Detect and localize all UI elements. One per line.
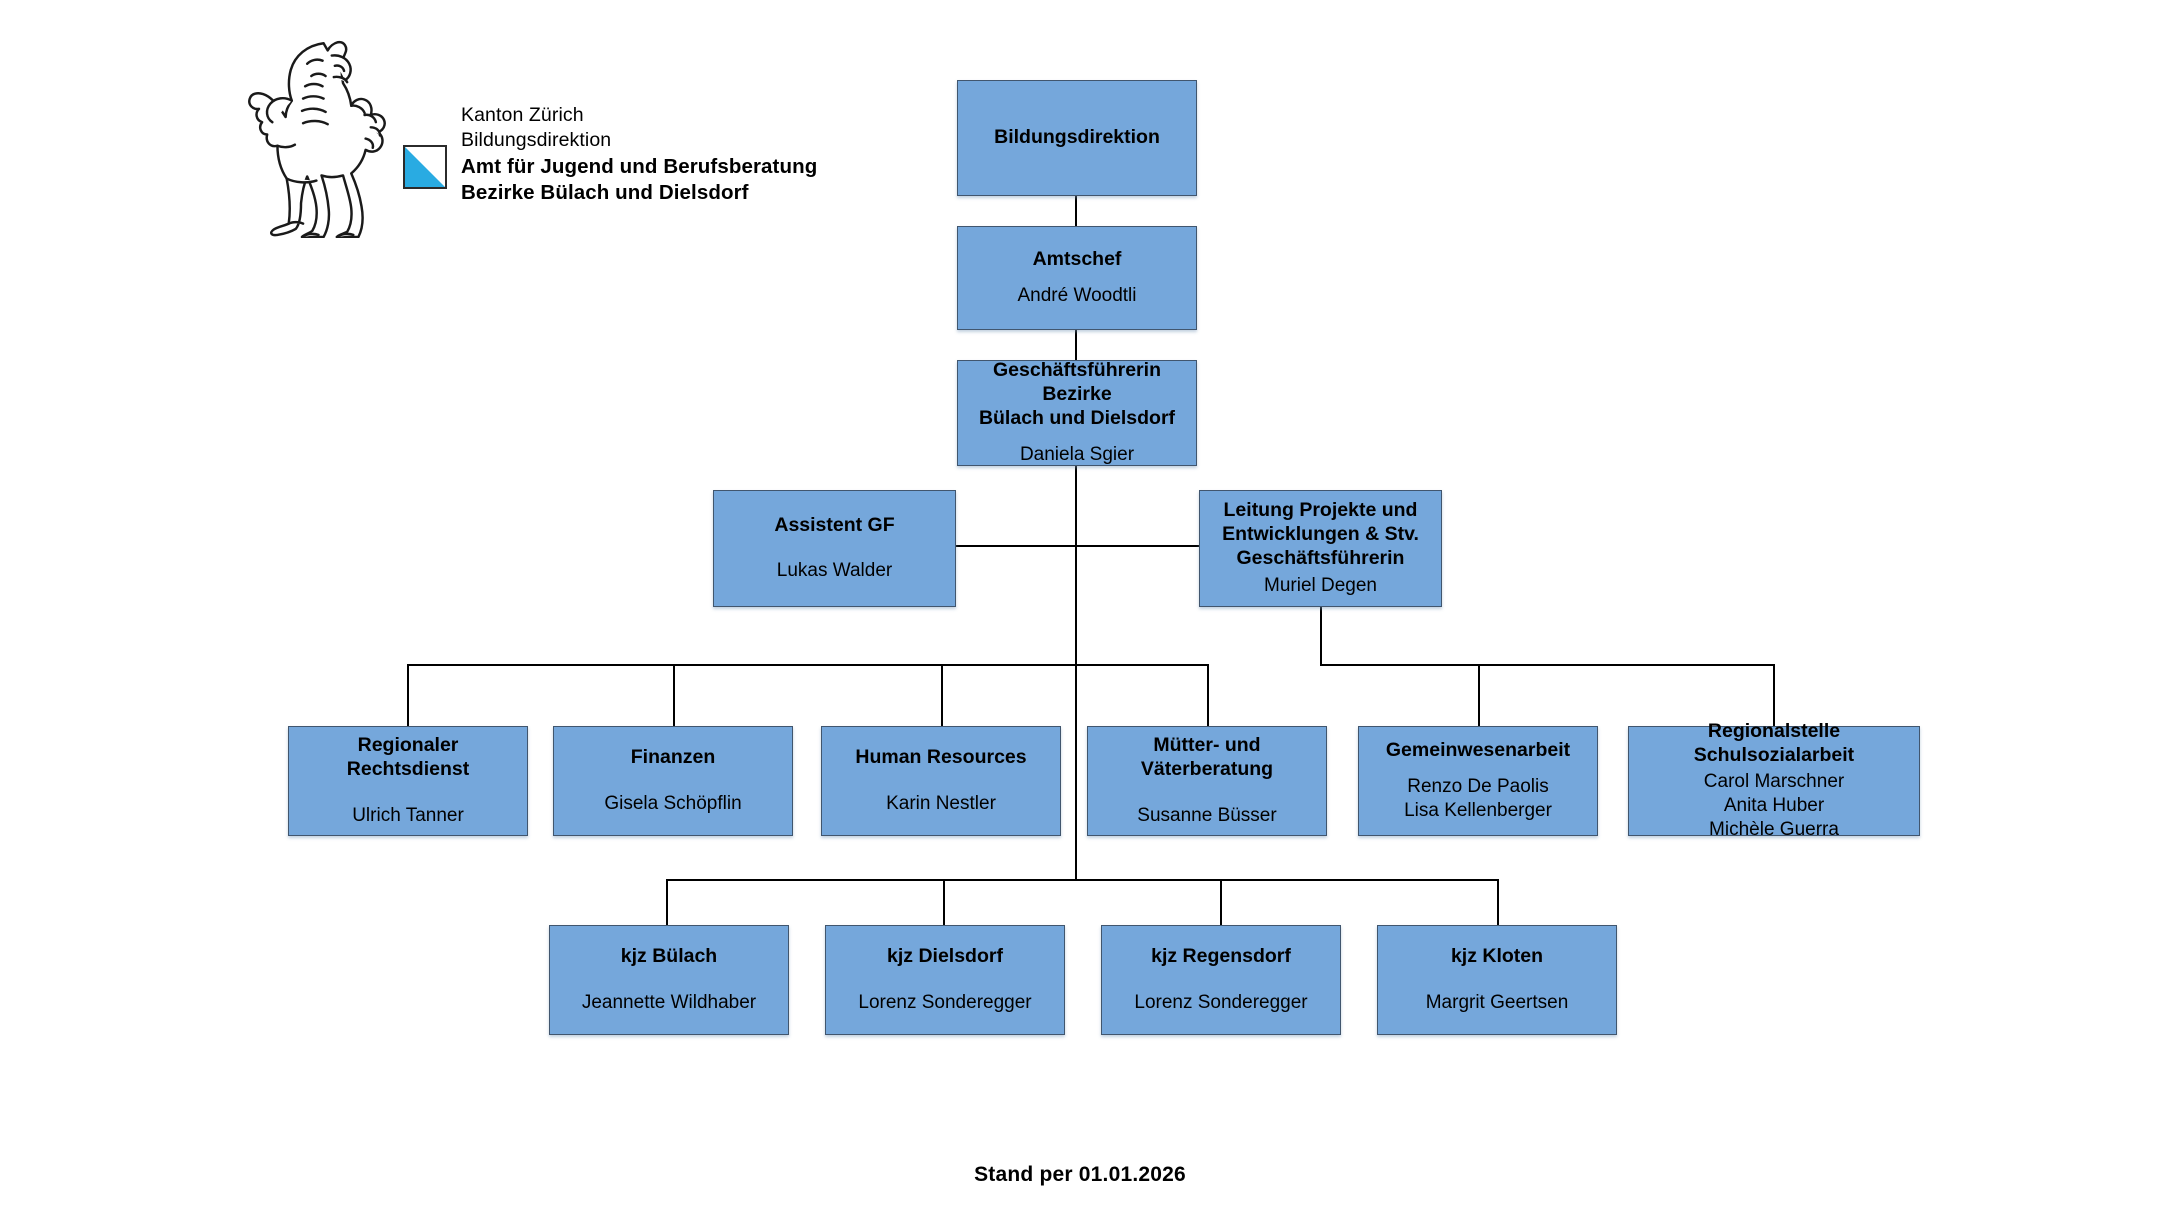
- node-kjz-dielsdorf[interactable]: kjz Dielsdorf Lorenz Sonderegger: [825, 925, 1065, 1035]
- node-gemeinwesenarbeit[interactable]: Gemeinwesenarbeit Renzo De Paolis Lisa K…: [1358, 726, 1598, 836]
- node-title: Finanzen: [630, 746, 716, 769]
- brand-wordmark: Kanton Zürich Bildungsdirektion Amt für …: [461, 103, 817, 207]
- node-title: Bildungsdirektion: [994, 126, 1160, 149]
- node-title: Amtschef: [1032, 248, 1122, 271]
- node-title: Leitung Projekte und Entwicklungen & Stv…: [1222, 499, 1419, 569]
- edge-bildungsdirektion-amtschef: [1075, 196, 1077, 226]
- edge-amtschef-gf: [1075, 330, 1077, 360]
- node-title: Human Resources: [855, 746, 1027, 769]
- node-person: Lorenz Sonderegger: [858, 991, 1032, 1013]
- brand-logo-block: Kanton Zürich Bildungsdirektion Amt für …: [243, 33, 843, 238]
- node-amtschef[interactable]: Amtschef André Woodtli: [957, 226, 1197, 330]
- node-title: Assistent GF: [774, 513, 895, 536]
- drop-kjz-buelach: [666, 879, 668, 925]
- zurich-coat-of-arms-icon: [403, 145, 447, 189]
- node-title: Regionaler Rechtsdienst: [346, 734, 470, 781]
- node-title: Gemeinwesenarbeit: [1385, 739, 1571, 762]
- node-title: Regionalstelle Schulsozialarbeit: [1693, 719, 1855, 766]
- node-person: Lorenz Sonderegger: [1134, 991, 1308, 1013]
- bus-level4-left-ext: [1075, 664, 1209, 666]
- bus-level4-right: [1320, 664, 1775, 666]
- node-title: kjz Dielsdorf: [887, 945, 1003, 968]
- node-finanzen[interactable]: Finanzen Gisela Schöpflin: [553, 726, 793, 836]
- node-assistent-gf[interactable]: Assistent GF Lukas Walder: [713, 490, 956, 607]
- node-kjz-regensdorf[interactable]: kjz Regensdorf Lorenz Sonderegger: [1101, 925, 1341, 1035]
- drop-kjz-kloten: [1497, 879, 1499, 925]
- drop-finanzen: [673, 664, 675, 726]
- edge-gf-assistent-leitung: [955, 545, 1200, 547]
- bus-kjz: [666, 879, 1498, 881]
- drop-human-resources: [941, 664, 943, 726]
- node-muetter-vaeterberatung[interactable]: Mütter- und Väterberatung Susanne Büsser: [1087, 726, 1327, 836]
- node-human-resources[interactable]: Human Resources Karin Nestler: [821, 726, 1061, 836]
- drop-leitung-projekte: [1320, 605, 1322, 665]
- node-geschaeftsfuehrerin[interactable]: Geschäftsführerin Bezirke Bülach und Die…: [957, 359, 1197, 466]
- node-person: Karin Nestler: [886, 792, 996, 814]
- node-person: Jeannette Wildhaber: [581, 991, 757, 1013]
- main-spine: [1075, 466, 1077, 880]
- node-person: André Woodtli: [1017, 284, 1137, 306]
- brand-line-amt: Amt für Jugend und Berufsberatung: [461, 154, 818, 178]
- node-regionalstelle-schulsozialarbeit[interactable]: Regionalstelle Schulsozialarbeit Carol M…: [1628, 720, 1920, 840]
- node-person: Gisela Schöpflin: [604, 792, 742, 814]
- node-bildungsdirektion[interactable]: Bildungsdirektion: [957, 80, 1197, 196]
- node-person: Margrit Geertsen: [1425, 991, 1569, 1013]
- drop-muetter-vaeterberatung: [1207, 664, 1209, 726]
- node-kjz-buelach[interactable]: kjz Bülach Jeannette Wildhaber: [549, 925, 789, 1035]
- status-stand-per: Stand per 01.01.2026: [974, 1163, 1186, 1186]
- node-person: Susanne Büsser: [1137, 804, 1277, 826]
- drop-regionaler-rechtsdienst: [407, 664, 409, 726]
- drop-regionalstelle-schulsozialarbeit: [1773, 664, 1775, 726]
- node-title: Geschäftsführerin Bezirke Bülach und Die…: [978, 359, 1176, 429]
- node-person: Lukas Walder: [776, 560, 893, 582]
- brand-line-bezirke: Bezirke Bülach und Dielsdorf: [461, 181, 749, 205]
- node-title: kjz Kloten: [1450, 945, 1544, 968]
- node-person: Daniela Sgier: [1019, 443, 1135, 465]
- node-leitung-projekte[interactable]: Leitung Projekte und Entwicklungen & Stv…: [1199, 490, 1442, 607]
- node-person: Ulrich Tanner: [352, 804, 464, 826]
- brand-line-kanton: Kanton Zürich: [461, 104, 584, 126]
- zurich-lion-icon: [248, 40, 386, 238]
- drop-kjz-dielsdorf: [943, 879, 945, 925]
- node-title: kjz Bülach: [620, 945, 718, 968]
- node-person: Carol Marschner Anita Huber Michèle Guer…: [1703, 771, 1845, 841]
- node-title: kjz Regensdorf: [1151, 945, 1291, 968]
- node-person: Renzo De Paolis Lisa Kellenberger: [1404, 775, 1552, 821]
- node-kjz-kloten[interactable]: kjz Kloten Margrit Geertsen: [1377, 925, 1617, 1035]
- drop-kjz-regensdorf: [1220, 879, 1222, 925]
- drop-gemeinwesenarbeit: [1478, 664, 1480, 726]
- node-person: Muriel Degen: [1264, 574, 1377, 596]
- bus-level4-left: [407, 664, 1077, 666]
- node-title: Mütter- und Väterberatung: [1140, 734, 1274, 781]
- node-regionaler-rechtsdienst[interactable]: Regionaler Rechtsdienst Ulrich Tanner: [288, 726, 528, 836]
- brand-line-direktion: Bildungsdirektion: [461, 129, 612, 152]
